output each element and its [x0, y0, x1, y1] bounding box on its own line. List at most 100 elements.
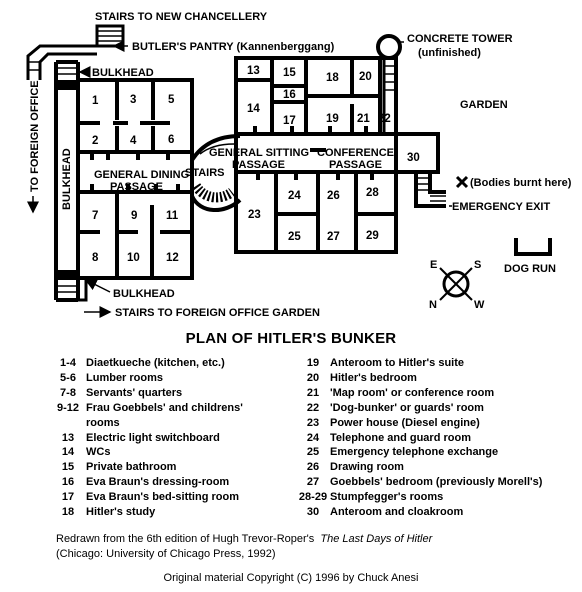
legend-entry: 30 Anteroom and cloakroom [296, 505, 582, 520]
room-10: 10 [127, 252, 140, 264]
legend-key: 25 [306, 446, 320, 459]
label-to-foreign-office: TO FOREIGN OFFICE [29, 80, 41, 192]
credit-publisher: (Chicago: University of Chicago Press, 1… [56, 548, 276, 560]
bodies-burnt-marker [455, 175, 469, 189]
legend-key: 5-6 [60, 371, 76, 384]
credit-copyright: Original material Copyright (C) 1996 by … [163, 572, 419, 584]
legend-key: 17 [61, 491, 75, 504]
legend-key: 27 [306, 476, 320, 489]
room-6: 6 [168, 134, 174, 146]
legend-text: Anteroom to Hitler's suite [330, 357, 465, 369]
room-30: 30 [407, 152, 420, 164]
legend-text: Hitler's study [86, 506, 156, 519]
legend-entry: 25 Emergency telephone exchange [296, 445, 582, 460]
legend-entry: 22'Dog-bunker' or guards' room [296, 401, 582, 416]
compass-label-w: W [474, 299, 485, 311]
compass-icon [439, 267, 473, 301]
concrete-tower [376, 34, 402, 134]
bulkhead-bottom-block [56, 270, 78, 280]
label-dog-run: DOG RUN [504, 263, 556, 275]
label-general-sitting: GENERAL SITTING [209, 147, 309, 159]
credit-book-title: The Last Days of Hitler [320, 533, 433, 545]
legend-text: Emergency telephone exchange [330, 446, 499, 459]
credit-source-prefix: Redrawn from the 6th edition of Hugh Tre… [56, 533, 315, 545]
legend-left: 1-4 Diaetkueche (kitchen, etc.) 5-6 Lumber … [50, 356, 290, 520]
room-9: 9 [131, 210, 137, 222]
legend-entry: 27 Goebbels' bedroom (previously Morell's… [296, 475, 582, 490]
emergency-exit-stairs [414, 172, 446, 208]
label-general-dining: GENERAL DINING [94, 169, 189, 181]
room-1: 1 [92, 95, 99, 107]
label-stairs: STAIRS [185, 167, 225, 179]
legend-text: Eva Braun's bed-sitting room [86, 491, 239, 504]
legend-text: Private bathroom [86, 461, 177, 474]
legend-key: 28-29 [298, 491, 328, 504]
label-conference: CONFERENCE [317, 147, 394, 159]
room-25: 25 [288, 231, 301, 243]
room-22: 22 [378, 113, 391, 125]
legend-entry: 1-4 Diaetkueche (kitchen, etc.) [50, 356, 290, 371]
plan-title: PLAN OF HITLER'S BUNKER [185, 330, 397, 347]
label-stairs-new-chancellery: STAIRS TO NEW CHANCELLERY [95, 11, 268, 23]
legend-key: 1-4 [60, 357, 76, 369]
room-18: 18 [326, 72, 339, 84]
legend-text: Hitler's bedroom [330, 371, 417, 384]
room-3: 3 [130, 94, 136, 106]
label-dining-passage: PASSAGE [110, 181, 163, 193]
legend-key: 9-12 [56, 401, 80, 414]
legend-text: 'Map room' or conference room [330, 386, 495, 399]
legend-text: Diaetkueche (kitchen, etc.) [86, 357, 225, 369]
legend-text: Electric light switchboard [86, 431, 220, 444]
legend-key: 13 [61, 431, 75, 444]
legend-text: Eva Braun's dressing-room [86, 476, 230, 489]
legend-key: 7-8 [60, 386, 76, 399]
legend-entry: 13 Electric light switchboard [50, 431, 290, 446]
legend-text: Drawing room [330, 461, 404, 474]
bulkhead-top-block [56, 80, 78, 90]
left-block [76, 78, 194, 280]
label-bulkhead-top: BULKHEAD [92, 67, 154, 79]
legend-key: 23 [306, 416, 320, 429]
bulkhead-bottom-arrow [84, 279, 111, 293]
room-27: 27 [327, 231, 340, 243]
legend-text: Lumber rooms [86, 371, 164, 384]
legend-entry: 23 Power house (Diesel engine) [296, 416, 582, 431]
legend-entry: rooms [50, 416, 290, 431]
room-21: 21 [357, 113, 370, 125]
room-5: 5 [168, 94, 175, 106]
stairs-new-chancellery [26, 24, 125, 80]
room-26: 26 [327, 190, 340, 202]
room-17: 17 [283, 115, 296, 127]
legend-key: 26 [306, 461, 320, 474]
room-20: 20 [359, 71, 372, 83]
room-7: 7 [92, 210, 98, 222]
label-bulkhead-bottom: BULKHEAD [113, 288, 175, 300]
legend-entry: 17 Eva Braun's bed-sitting room [50, 490, 290, 505]
legend-key: 14 [61, 446, 75, 459]
legend-key [50, 416, 86, 431]
legend-text: Anteroom and cloakroom [330, 506, 464, 519]
credit-source: Redrawn from the 6th edition of Hugh Tre… [56, 533, 576, 545]
label-unfinished: (unfinished) [418, 47, 481, 59]
room-15: 15 [283, 67, 296, 79]
legend-key: 24 [306, 431, 320, 444]
room-16: 16 [283, 89, 296, 101]
legend-key: 30 [306, 506, 320, 519]
legend-text: Goebbels' bedroom (previously Morell's) [330, 476, 543, 489]
room-24: 24 [288, 190, 301, 202]
label-garden: GARDEN [460, 99, 508, 111]
legend-key: 22 [306, 401, 320, 414]
compass-label-e: E [430, 259, 437, 271]
legend-text: Power house (Diesel engine) [330, 416, 480, 429]
